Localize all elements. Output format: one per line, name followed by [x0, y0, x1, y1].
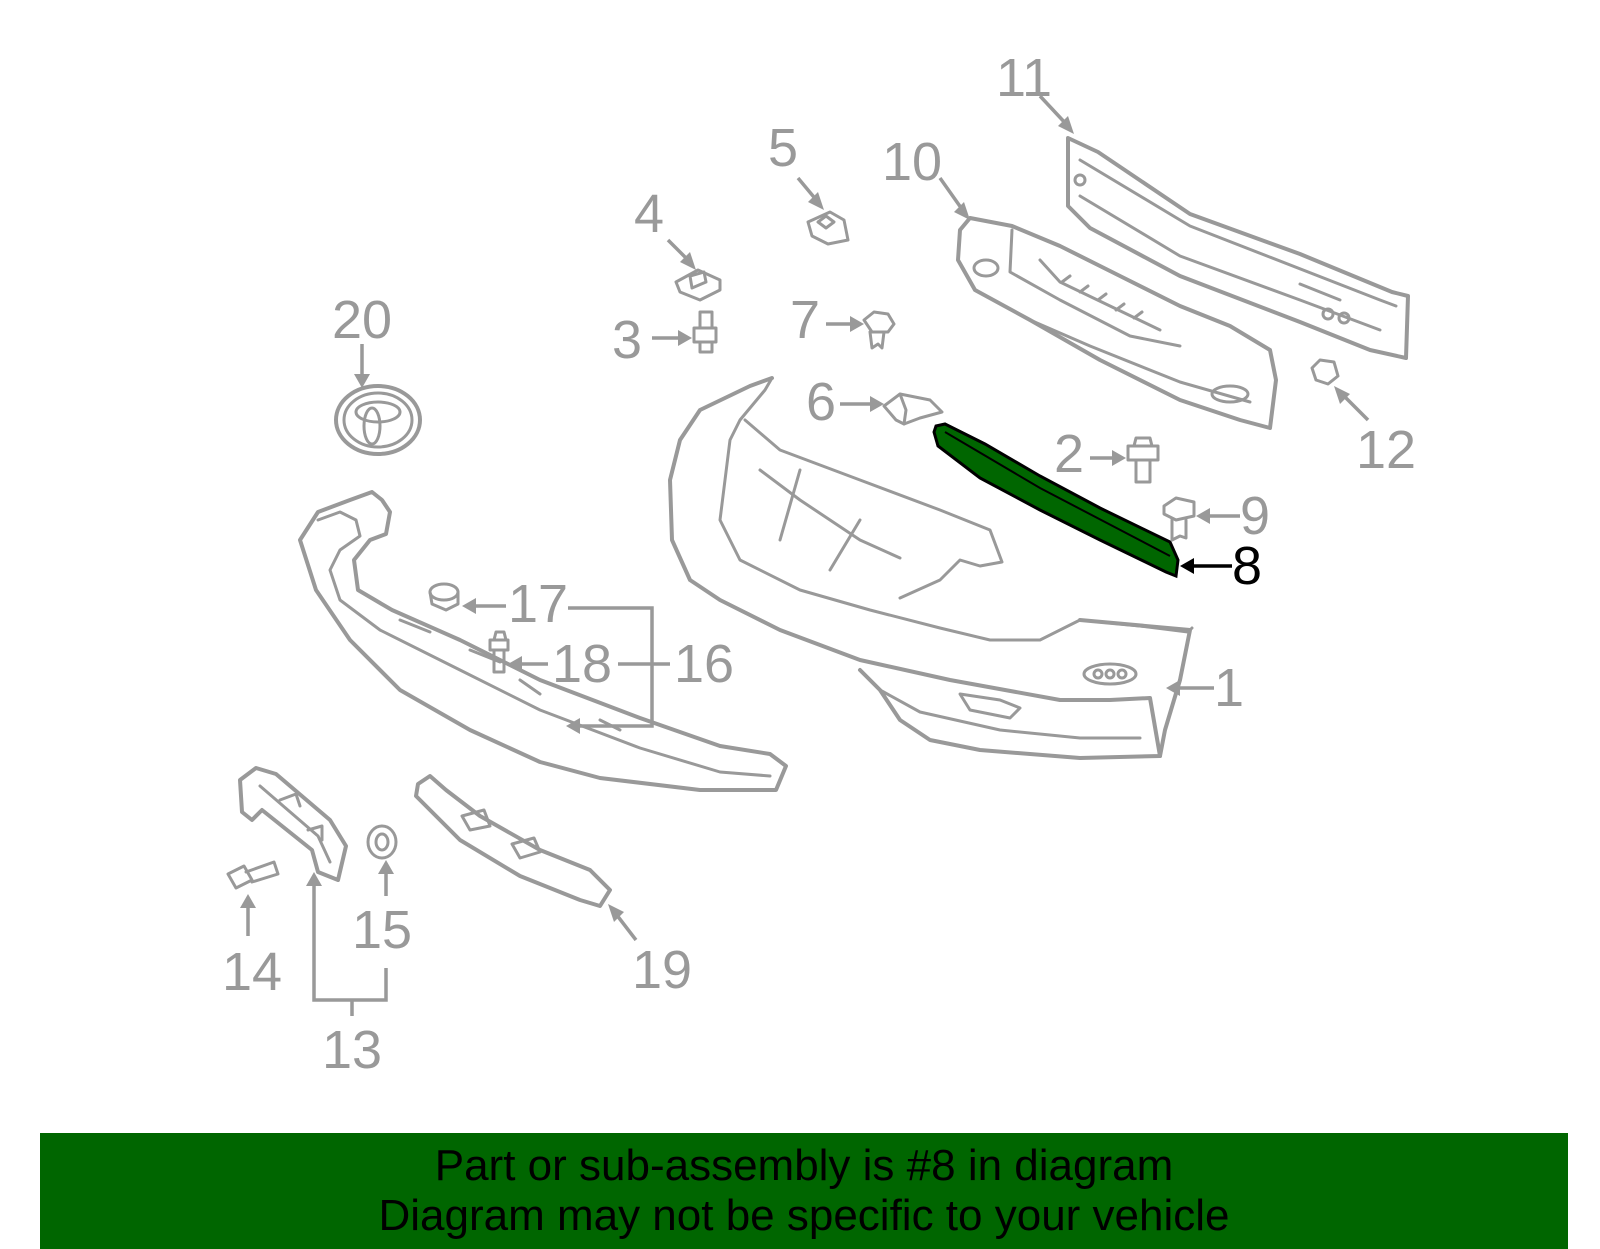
part-10-absorber[interactable] — [956, 216, 1278, 430]
part-2-bolt[interactable] — [1126, 436, 1160, 484]
part-5-nut[interactable] — [806, 210, 850, 246]
part-20-emblem[interactable] — [334, 384, 422, 456]
callout-20: 20 — [332, 290, 392, 350]
part-1-bumper-cover[interactable] — [668, 376, 1194, 760]
part-3-bolt[interactable] — [692, 310, 718, 354]
callout-8: 8 — [1232, 536, 1262, 596]
part-19-bracket[interactable] — [414, 774, 612, 908]
part-15-nut[interactable] — [366, 824, 398, 860]
callout-3: 3 — [612, 310, 642, 370]
callout-2: 2 — [1054, 424, 1084, 484]
callout-6: 6 — [806, 372, 836, 432]
info-banner: Part or sub-assembly is #8 in diagram Di… — [40, 1133, 1568, 1249]
callout-5: 5 — [768, 118, 798, 178]
part-9-clip[interactable] — [1162, 496, 1196, 542]
part-12-clip[interactable] — [1310, 358, 1340, 386]
callout-17: 17 — [508, 574, 568, 634]
part-17-grommet[interactable] — [428, 582, 460, 612]
callout-13: 13 — [322, 1020, 382, 1080]
callout-12: 12 — [1356, 420, 1416, 480]
callouts: 11 10 5 4 3 7 6 2 12 9 8 1 20 17 18 16 1… — [222, 48, 1416, 1080]
part-18-bolt[interactable] — [488, 630, 510, 674]
banner-line-2: Diagram may not be specific to your vehi… — [378, 1191, 1230, 1240]
banner-line-1: Part or sub-assembly is #8 in diagram — [434, 1141, 1174, 1190]
callout-7: 7 — [790, 290, 820, 350]
callout-16: 16 — [674, 634, 734, 694]
part-8-highlighted[interactable] — [932, 422, 1180, 579]
callout-18: 18 — [552, 634, 612, 694]
leader-lines — [240, 94, 1370, 1016]
part-13-bracket[interactable] — [238, 766, 348, 882]
part-11-reinforcement[interactable] — [1066, 136, 1410, 360]
part-14-bolt[interactable] — [226, 860, 280, 890]
callout-15: 15 — [352, 900, 412, 960]
callout-14: 14 — [222, 942, 282, 1002]
part-7-clip[interactable] — [862, 310, 896, 350]
part-16-lower-spoiler[interactable] — [298, 490, 788, 792]
callout-1: 1 — [1214, 658, 1244, 718]
callout-4: 4 — [634, 184, 664, 244]
callout-11: 11 — [996, 48, 1052, 108]
part-4-nut[interactable] — [674, 268, 722, 302]
callout-19: 19 — [632, 940, 692, 1000]
callout-9: 9 — [1240, 486, 1270, 546]
part-6-clip[interactable] — [882, 392, 944, 426]
callout-10: 10 — [882, 132, 942, 192]
